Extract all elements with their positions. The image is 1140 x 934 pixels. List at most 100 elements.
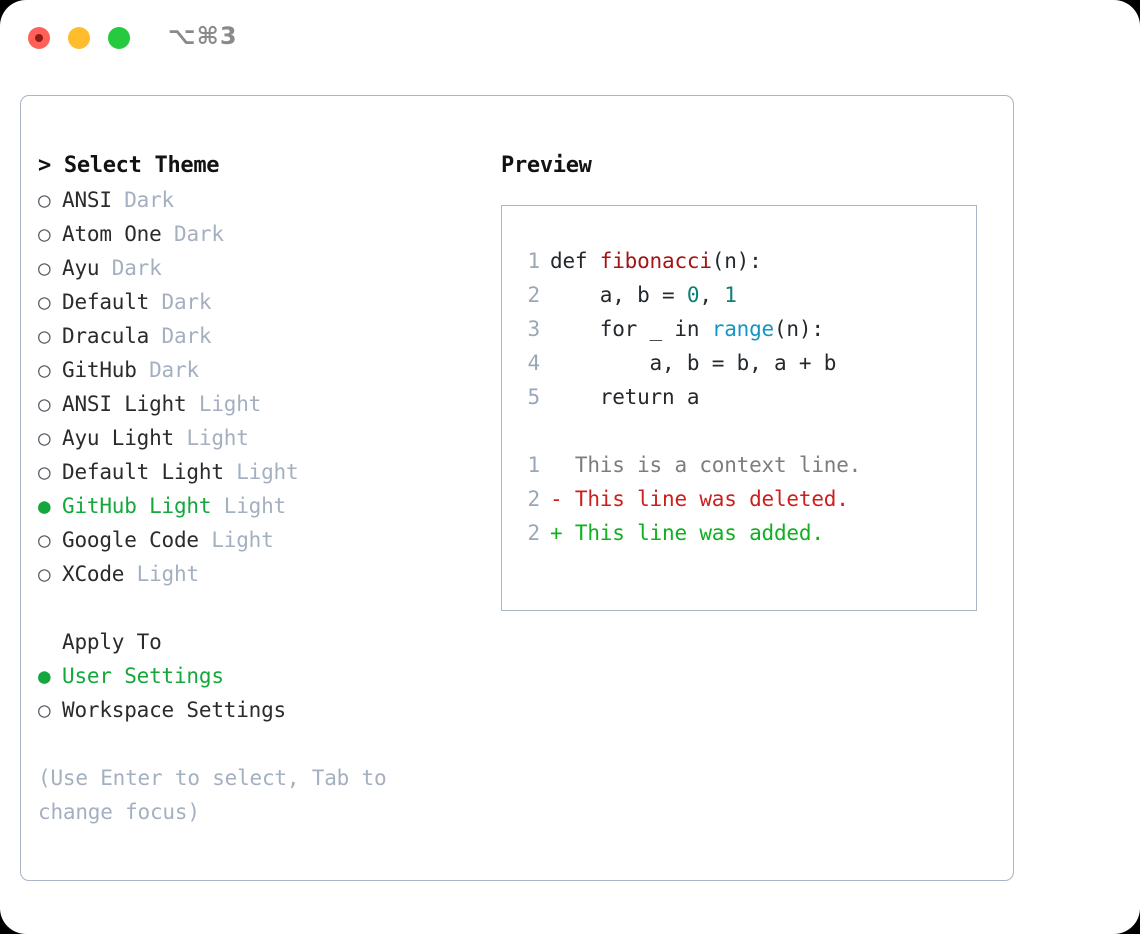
code-line: 5 return a [514,380,976,414]
dialog-card: > Select Theme ○ANSI Dark○Atom One Dark○… [20,95,1014,881]
close-icon [35,34,43,42]
theme-item-label: Google Code [62,528,212,552]
line-number: 1 [527,453,541,477]
theme-item-default-light[interactable]: ○Default Light Light [38,455,498,489]
theme-list-header: > Select Theme [38,153,220,178]
theme-item-label: GitHub [62,358,150,382]
code-token: (n): [711,249,762,273]
preview-header: Preview [501,153,592,178]
apply-to-option-workspace-settings[interactable]: ○ Workspace Settings [38,693,498,727]
apply-to-header: Apply To [62,630,162,654]
theme-item-github[interactable]: ○ GitHub Dark [38,353,498,387]
code-line-text: for _ in range(n): [540,317,824,341]
theme-item-label: XCode [62,562,137,586]
code-line-text: a, b = b, a + b [540,351,837,375]
theme-item-label: Default [62,290,162,314]
radio-unselected-icon: ○ [38,358,51,382]
theme-selector-panel: > Select Theme ○ANSI Dark○Atom One Dark○… [38,149,498,829]
close-button[interactable] [28,27,50,49]
minimize-button[interactable] [68,27,90,49]
diff-text: This is a context line. [562,453,862,477]
theme-item-ansi-light[interactable]: ○ANSI Light Light [38,387,498,421]
keyboard-hint-text: (Use Enter to select, Tab to change focu… [38,766,387,824]
radio-unselected-icon: ○ [38,460,51,484]
diff-line: 1 This is a context line. [514,448,976,482]
code-line-text: def fibonacci(n): [540,249,762,273]
diff-text: This line was deleted. [562,487,849,511]
radio-unselected-icon: ○ [38,698,51,722]
theme-list[interactable]: ○ANSI Dark○Atom One Dark○Ayu Dark○Defaul… [38,183,498,591]
theme-item-ansi[interactable]: ○ANSI Dark [38,183,498,217]
code-token: , [699,283,725,307]
theme-item-label: Dracula [62,324,162,348]
radio-unselected-icon: ○ [38,188,51,212]
theme-item-xcode[interactable]: ○ XCode Light [38,557,498,591]
apply-to-section: Apply To ● User Settings ○ Workspace Settin… [38,625,498,727]
code-token: a, b = [550,283,687,307]
diff-marker: + [550,521,563,545]
code-line: 3 for _ in range(n): [514,312,976,346]
theme-item-variant: Dark [111,256,162,280]
theme-item-github-light[interactable]: ●GitHub Light Light [38,489,498,523]
theme-item-label: Ayu Light [62,426,187,450]
line-number: 2 [527,283,541,307]
diff-marker [550,453,562,477]
radio-selected-icon: ● [38,664,51,688]
radio-unselected-icon: ○ [38,426,51,450]
theme-item-label: GitHub Light [62,494,224,518]
diff-line-text: - This line was deleted. [540,487,849,511]
theme-item-label: Default Light [62,460,237,484]
theme-item-variant: Dark [149,358,199,382]
line-number: 3 [527,317,541,341]
code-token: return a [550,385,700,409]
line-number: 2 [527,521,541,545]
theme-item-ayu-light[interactable]: ○ Ayu Light Light [38,421,498,455]
code-token: 1 [724,283,737,307]
theme-item-dracula[interactable]: ○Dracula Dark [38,319,498,353]
line-number: 1 [527,249,541,273]
theme-item-variant: Light [186,426,249,450]
apply-to-options[interactable]: ● User Settings ○ Workspace Settings [38,659,498,727]
diff-sample: 1 This is a context line.2- This line wa… [514,448,976,550]
code-token: range [711,317,774,341]
radio-selected-icon: ● [38,494,51,518]
code-line: 4 a, b = b, a + b [514,346,976,380]
line-number: 4 [527,351,541,375]
code-token: 0 [686,283,700,307]
radio-unselected-icon: ○ [38,222,51,246]
diff-marker: - [550,487,563,511]
theme-item-variant: Light [211,528,274,552]
theme-item-label: Atom One [62,222,174,246]
title-bar: ⌥⌘3 [0,0,1140,78]
code-line: 2 a, b = 0, 1 [514,278,976,312]
apply-to-option-label: Workspace Settings [62,698,286,722]
maximize-button[interactable] [108,27,130,49]
code-token: for _ in [550,317,712,341]
diff-line: 2- This line was deleted. [514,482,976,516]
diff-line: 2+ This line was added. [514,516,976,550]
code-line-text: a, b = 0, 1 [540,283,737,307]
radio-unselected-icon: ○ [38,562,51,586]
code-token: fibonacci [599,249,712,273]
apply-to-option-user-settings[interactable]: ● User Settings [38,659,498,693]
theme-item-variant: Dark [161,324,212,348]
theme-item-google-code[interactable]: ○ Google Code Light [38,523,498,557]
keyboard-shortcut-label: ⌥⌘3 [168,22,238,50]
radio-unselected-icon: ○ [38,528,51,552]
code-diff-spacer [514,414,976,448]
apply-to-option-label: User Settings [62,664,224,688]
line-number: 2 [527,487,541,511]
code-token: def [550,249,600,273]
theme-item-default[interactable]: ○ Default Dark [38,285,498,319]
radio-unselected-icon: ○ [38,290,51,314]
theme-item-atom-one[interactable]: ○Atom One Dark [38,217,498,251]
theme-item-variant: Light [136,562,199,586]
theme-item-variant: Dark [161,290,212,314]
code-line-text: return a [540,385,700,409]
theme-item-ayu[interactable]: ○Ayu Dark [38,251,498,285]
